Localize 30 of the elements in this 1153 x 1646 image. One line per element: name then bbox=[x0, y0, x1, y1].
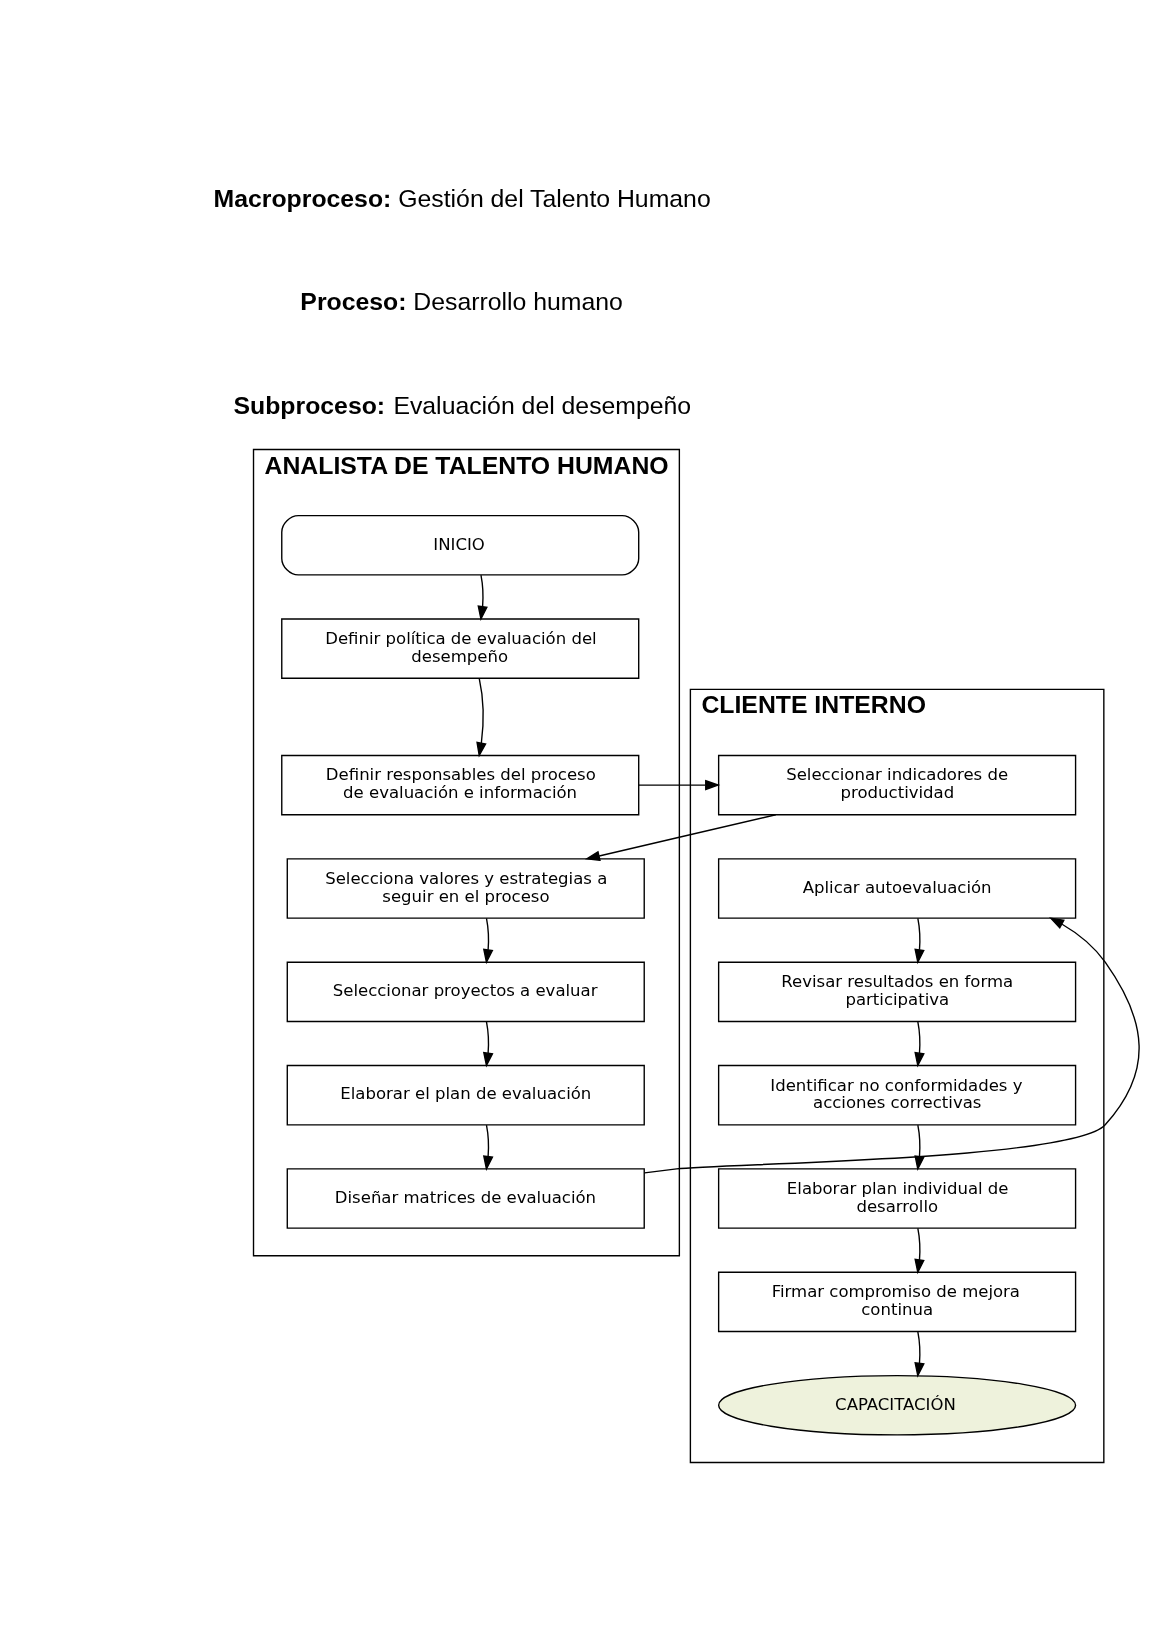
arrow bbox=[482, 917, 494, 965]
arrow bbox=[477, 574, 488, 622]
arrow bbox=[584, 814, 777, 862]
label: Proceso: Desarrollo humano bbox=[300, 288, 623, 316]
node-box: Seleccionar indicadores de productividad bbox=[717, 754, 1077, 816]
arrow bbox=[482, 1124, 494, 1171]
arrow bbox=[638, 779, 721, 791]
arrow bbox=[914, 1021, 925, 1068]
arrow bbox=[482, 1021, 494, 1068]
arrow bbox=[914, 917, 925, 965]
node-box: Seleccionar proyectos a evaluar bbox=[286, 961, 645, 1023]
arrow bbox=[914, 1124, 925, 1171]
label: Subproceso: Evaluación del desempeño bbox=[233, 391, 692, 419]
node-ellipse: CAPACITACIÓN bbox=[717, 1374, 1077, 1436]
node-box: Elaborar el plan de evaluación bbox=[286, 1064, 645, 1126]
node-box: Definir política de evaluación del desempeño bbox=[281, 618, 640, 679]
node-box: Aplicar autoevaluación bbox=[717, 858, 1077, 919]
arrow bbox=[914, 1331, 925, 1378]
node-box: Selecciona valores y estrategias a seguir en el proceso bbox=[286, 858, 645, 919]
node-box: INICIO bbox=[281, 514, 640, 576]
node-box: Diseñar matrices de evaluación bbox=[286, 1168, 645, 1229]
node-box: Revisar resultados en forma participativa bbox=[717, 961, 1077, 1023]
arrow bbox=[643, 917, 1140, 1174]
node-box: Firmar compromiso de mejora continua bbox=[717, 1271, 1077, 1333]
arrow bbox=[914, 1227, 925, 1275]
arrow bbox=[476, 677, 487, 758]
node-box: Identificar no conformidades y acciones correctivas bbox=[717, 1064, 1077, 1126]
node-box: Elaborar plan individual de desarrollo bbox=[717, 1168, 1077, 1229]
node-box: Definir responsables del proceso de evaluación e información bbox=[281, 754, 640, 816]
label: Macroproceso: Gestión del Talento Humano bbox=[213, 184, 711, 212]
